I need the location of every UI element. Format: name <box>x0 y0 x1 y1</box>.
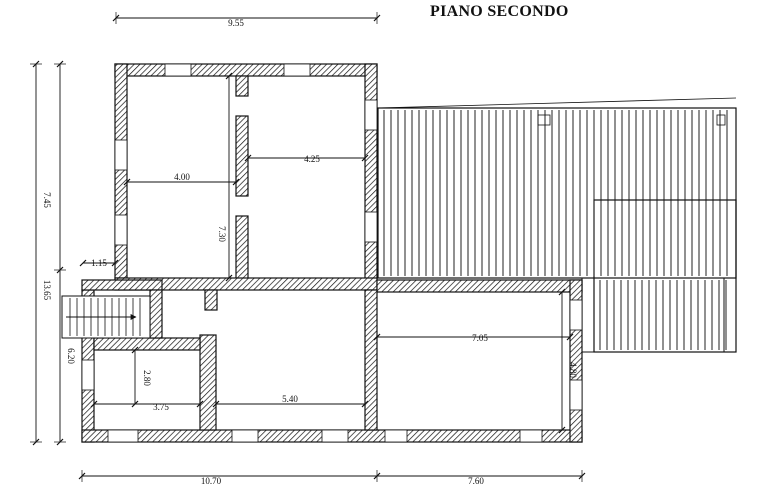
roof-terrace <box>377 97 737 353</box>
lower-block-walls <box>81 279 583 443</box>
dim-top-width: 9.55 <box>228 18 244 28</box>
dim-left-total: 13.65 <box>42 280 52 301</box>
dim-left-lower: 6.20 <box>66 348 76 364</box>
dimension-lines <box>30 12 586 482</box>
dim-room-d-width: 5.40 <box>282 394 298 404</box>
dim-left-upper: 7.45 <box>42 192 52 208</box>
dim-bottom-left: 10.70 <box>201 476 222 486</box>
dimension-labels: 9.55 7.45 13.65 6.20 1.15 4.00 7.30 4.25… <box>42 18 578 486</box>
dim-room-b-width: 4.25 <box>304 154 320 164</box>
windows-bottom <box>81 299 583 443</box>
dim-room-c-width: 3.75 <box>153 402 169 412</box>
dim-room-a-height: 7.30 <box>217 226 227 242</box>
dim-small-offset: 1.15 <box>91 258 107 268</box>
windows-top <box>114 63 378 246</box>
dim-room-c-height: 2.80 <box>142 370 152 386</box>
dim-room-e-width: 7.05 <box>472 333 488 343</box>
dim-room-e-height: 4.80 <box>568 362 578 378</box>
staircase <box>61 295 151 339</box>
dim-room-a-width: 4.00 <box>174 172 190 182</box>
dim-bottom-right: 7.60 <box>468 476 484 486</box>
plan-title: PIANO SECONDO <box>430 3 569 20</box>
